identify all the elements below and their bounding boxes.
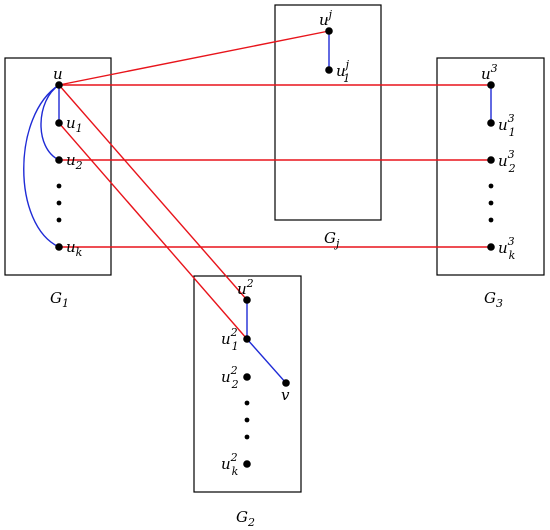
label-u2: u2	[66, 151, 83, 172]
nodes	[55, 27, 495, 468]
graph-label-gj: Gj	[324, 229, 340, 250]
node-uj1	[325, 66, 333, 74]
red-edges	[58, 30, 491, 340]
dot-g1-3	[56, 217, 62, 223]
node-u3	[487, 81, 495, 89]
dot-g3-1	[488, 183, 494, 189]
edge-u21-v	[246, 338, 287, 384]
node-u32	[487, 156, 495, 164]
blue-edges	[23, 31, 492, 384]
edge-u-u2top	[58, 84, 248, 301]
node-u1	[55, 119, 63, 127]
graph-box-g3	[436, 57, 545, 276]
node-uk	[55, 243, 63, 251]
dot-g2-1	[244, 400, 250, 406]
graph-box-g2	[193, 275, 302, 493]
label-u: u	[53, 65, 63, 83]
dot-g3-2	[488, 200, 494, 206]
node-v	[282, 379, 290, 387]
label-u3: u3	[481, 62, 498, 83]
graph-labels: G1 Gj G3 G2	[50, 229, 503, 529]
node-uj	[325, 27, 333, 35]
edge-u-uk-curve	[23, 84, 60, 248]
dot-g3-3	[488, 217, 494, 223]
node-u31	[487, 119, 495, 127]
node-u21	[243, 335, 251, 343]
dot-g1-1	[56, 183, 62, 189]
label-uj: uj	[319, 8, 333, 29]
edge-u1-u21	[58, 122, 248, 340]
node-u	[55, 81, 63, 89]
graph-label-g1: G1	[50, 289, 69, 310]
label-u1: u1	[66, 114, 83, 135]
label-u2top: u2	[237, 277, 254, 298]
node-u22	[243, 373, 251, 381]
dot-g1-2	[56, 200, 62, 206]
graph-box-gj	[274, 4, 382, 221]
edge-u-u2-curve	[40, 84, 60, 161]
node-u3k	[487, 243, 495, 251]
dot-g2-3	[244, 434, 250, 440]
label-v: v	[281, 386, 290, 404]
graph-label-g2: G2	[236, 508, 255, 529]
node-u2top	[243, 296, 251, 304]
graph-label-g3: G3	[484, 289, 503, 310]
node-u2k	[243, 460, 251, 468]
label-uk: uk	[66, 238, 83, 259]
node-u2	[55, 156, 63, 164]
edge-u-uj	[58, 30, 330, 86]
graph-box-g1	[4, 57, 112, 276]
dot-g2-2	[244, 417, 250, 423]
